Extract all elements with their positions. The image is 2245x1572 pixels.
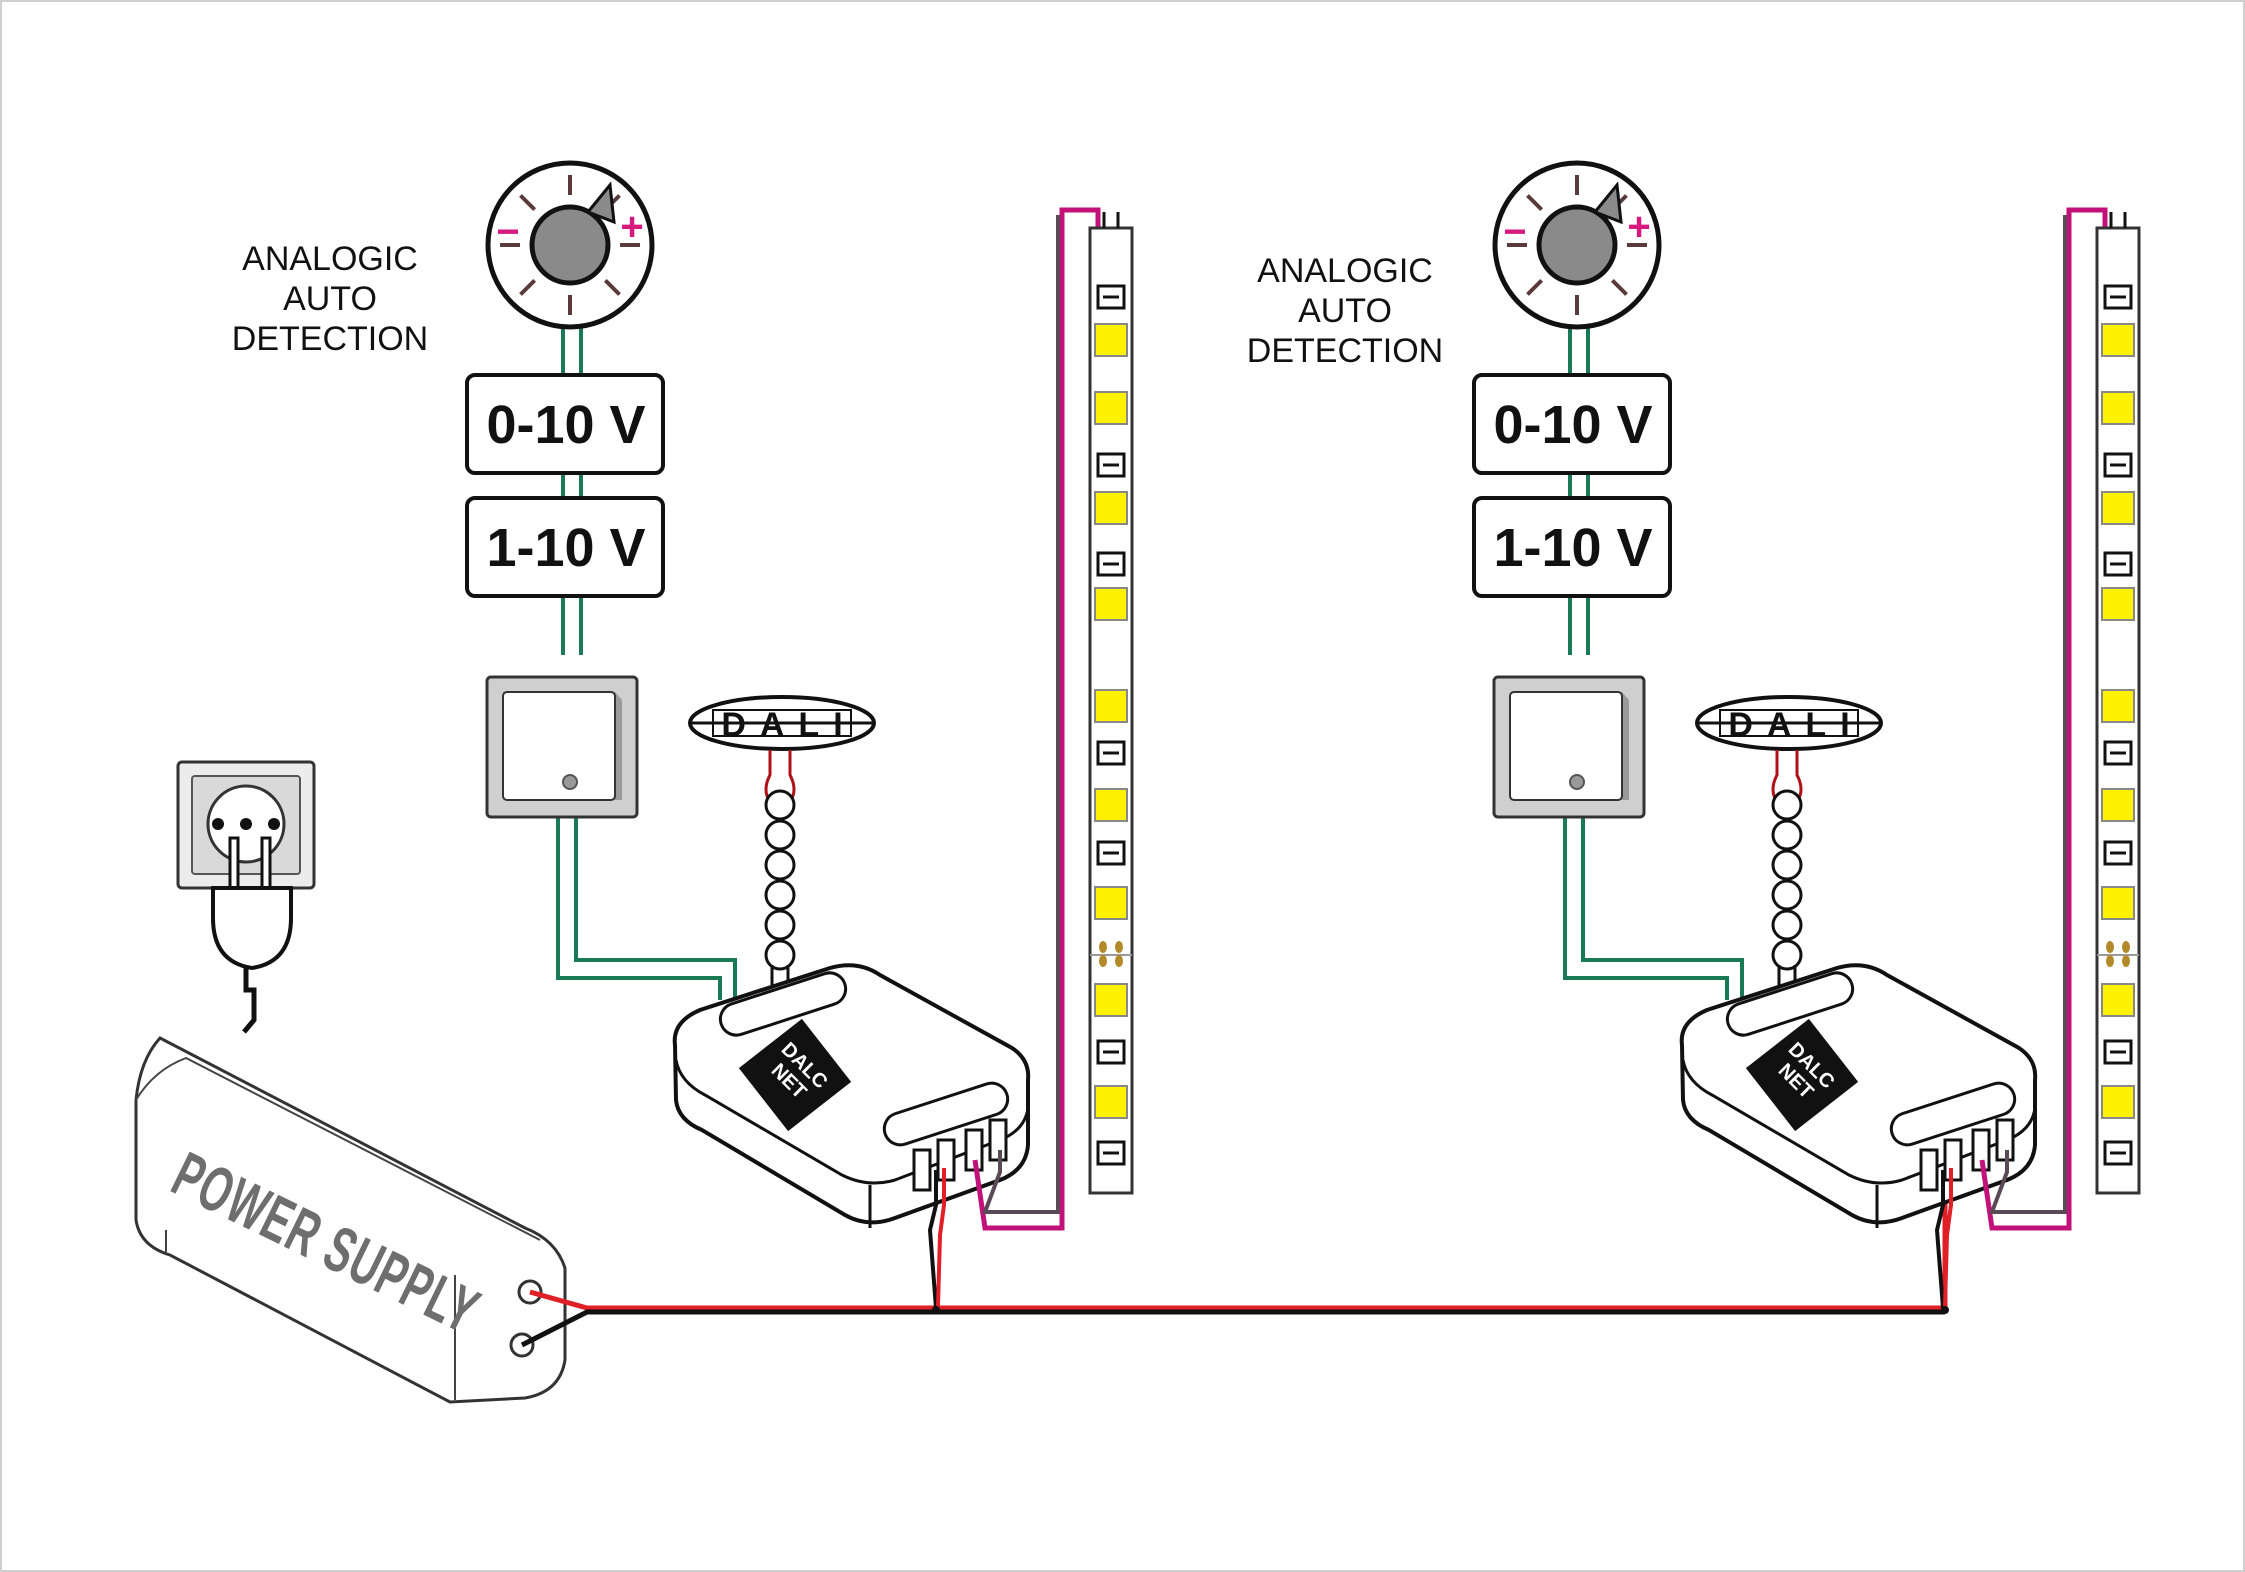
solder-pad	[1099, 955, 1107, 967]
knob-minus: −	[1503, 210, 1526, 254]
solder-pad	[2106, 941, 2114, 953]
terminal	[912, 1148, 932, 1192]
led-chip	[1094, 323, 1128, 357]
led-chip	[2101, 886, 2135, 920]
dali-label: DALI	[1728, 706, 1863, 744]
dali-badge: DALI	[688, 695, 876, 751]
led-chip	[2101, 983, 2135, 1017]
led-chip	[2101, 1085, 2135, 1119]
knob-minus: −	[496, 210, 519, 254]
solder-pad	[1115, 955, 1123, 967]
push-switch	[485, 675, 639, 819]
led-chip	[2101, 788, 2135, 822]
label-line: ANALOGIC	[242, 240, 418, 278]
dalc-logo	[1745, 1018, 1859, 1132]
output-wires	[1934, 207, 2108, 1309]
output-wires	[927, 207, 1101, 1309]
dimmer-knob: −+	[1492, 160, 1662, 330]
led-chip	[2101, 689, 2135, 723]
led-chip	[1094, 788, 1128, 822]
led-chip	[2101, 323, 2135, 357]
led-chip	[1094, 587, 1128, 621]
push-switch	[1492, 675, 1646, 819]
knob-plus: +	[620, 205, 643, 249]
plug	[211, 836, 293, 1034]
green-wires	[556, 318, 737, 1000]
led-chip	[2101, 587, 2135, 621]
led-chip	[1094, 886, 1128, 920]
dali-bus	[1771, 750, 1803, 985]
dali-badge: DALI	[1695, 695, 1883, 751]
voltage-box-1: 1-10 V	[1472, 496, 1672, 598]
voltage-box-1: 1-10 V	[465, 496, 665, 598]
dimmer-knob: −+	[485, 160, 655, 330]
voltage-label: 1-10 V	[1493, 518, 1652, 578]
voltage-box-0: 0-10 V	[465, 373, 665, 475]
solder-pad	[2122, 941, 2130, 953]
label-line: AUTO	[283, 280, 377, 318]
solder-pad	[2106, 955, 2114, 967]
solder-pad	[1099, 941, 1107, 953]
led-chip	[1094, 1085, 1128, 1119]
label-line: AUTO	[1298, 292, 1392, 330]
led-chip	[2101, 491, 2135, 525]
voltage-box-0: 0-10 V	[1472, 373, 1672, 475]
led-chip	[2101, 391, 2135, 425]
led-strip	[2095, 212, 2141, 1195]
dali-bus	[764, 750, 796, 985]
led-strip	[1088, 212, 1134, 1195]
solder-pad	[2122, 955, 2130, 967]
voltage-label: 0-10 V	[1493, 395, 1652, 455]
voltage-label: 1-10 V	[486, 518, 645, 578]
label-line: ANALOGIC	[1257, 252, 1433, 290]
solder-pad	[1115, 941, 1123, 953]
dalc-logo	[738, 1018, 852, 1132]
led-chip	[1094, 689, 1128, 723]
led-chip	[1094, 391, 1128, 425]
supply-wires	[520, 1145, 1949, 1348]
label-line: DETECTION	[232, 320, 428, 358]
led-chip	[1094, 491, 1128, 525]
knob-plus: +	[1627, 205, 1650, 249]
dali-label: DALI	[721, 706, 856, 744]
wall-socket	[176, 760, 316, 890]
label-line: DETECTION	[1247, 332, 1443, 370]
led-chip	[1094, 983, 1128, 1017]
voltage-label: 0-10 V	[486, 395, 645, 455]
terminal	[1919, 1148, 1939, 1192]
